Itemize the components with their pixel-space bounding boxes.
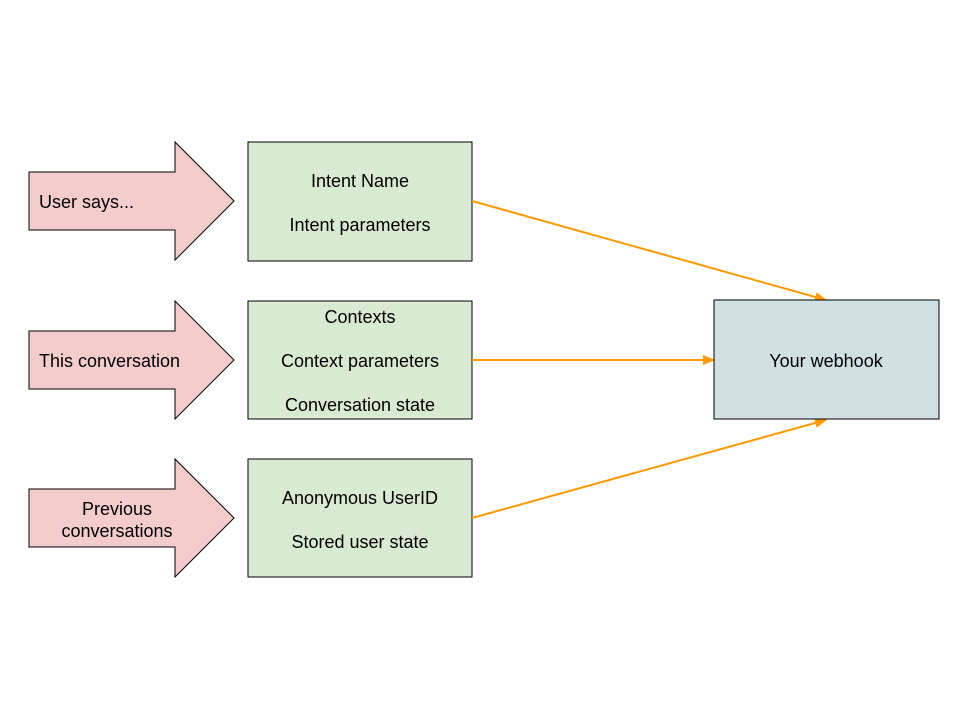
- input-arrow-label: User says...: [39, 192, 134, 212]
- info-box-line-conversation-state: Conversation state: [285, 395, 435, 415]
- input-arrow-label-line-1: Previous: [82, 499, 152, 519]
- webhook-label: Your webhook: [769, 351, 883, 371]
- info-box-rect: [247, 458, 473, 578]
- connector-arrow-intent-to-webhook: [471, 200, 827, 302]
- info-box-user: Anonymous UserID Stored user state: [247, 458, 473, 578]
- input-arrow-shape: [28, 140, 235, 262]
- info-box-contexts: Contexts Context parameters Conversation…: [247, 300, 473, 420]
- input-arrow-previous-conversations: Previous conversations: [28, 457, 235, 579]
- info-box-line-stored-user-state: Stored user state: [291, 532, 428, 552]
- webhook-box: Your webhook: [713, 299, 940, 420]
- info-box-line-contexts: Contexts: [324, 307, 395, 327]
- info-box-line-intent-parameters: Intent parameters: [289, 215, 430, 235]
- input-arrow-this-conversation: This conversation: [28, 299, 235, 421]
- input-arrow-shape: [28, 299, 235, 421]
- info-box-intent: Intent Name Intent parameters: [247, 141, 473, 262]
- input-arrow-shape: [28, 457, 235, 579]
- input-arrow-user-says: User says...: [28, 140, 235, 262]
- info-box-line-anonymous-userid: Anonymous UserID: [282, 488, 438, 508]
- webhook-box-rect: [713, 299, 940, 420]
- connector-arrow-user-to-webhook: [471, 418, 827, 519]
- info-box-rect: [247, 300, 473, 420]
- info-box-line-intent-name: Intent Name: [311, 171, 409, 191]
- input-arrow-label: This conversation: [39, 351, 180, 371]
- input-arrow-label-line-2: conversations: [61, 521, 172, 541]
- info-box-rect: [247, 141, 473, 262]
- info-box-line-context-parameters: Context parameters: [281, 351, 439, 371]
